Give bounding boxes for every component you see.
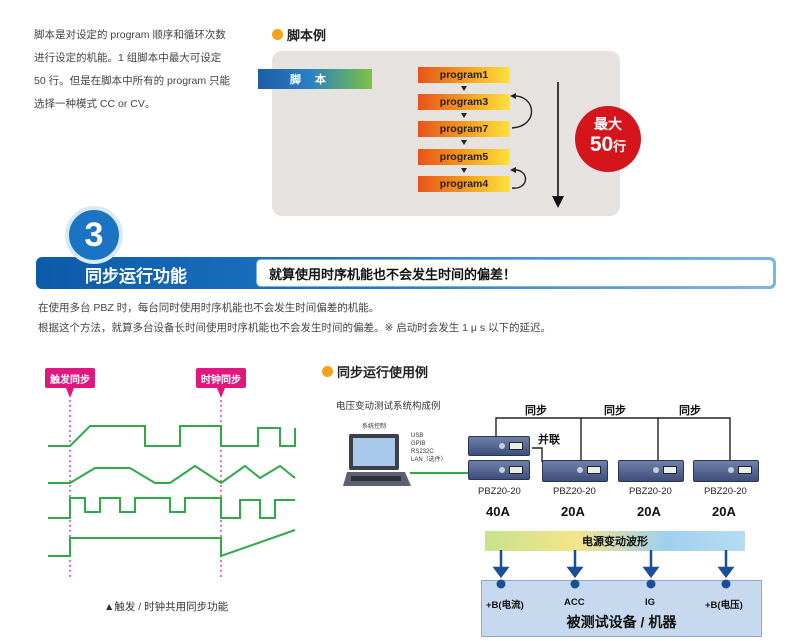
section-title: 同步运行功能	[85, 267, 187, 286]
interface-item: USB	[411, 433, 424, 439]
bullet-icon	[272, 29, 283, 40]
system-title: 电压变动测试系统构成例	[336, 401, 441, 412]
intro-line: 脚本是对设定的 program 顺序和循环次数	[34, 29, 226, 41]
program-block: program4	[418, 176, 510, 192]
section-description-1: 在使用多台 PBZ 时，每台同时使用时序机能也不会发生时间偏差的机能。	[38, 302, 380, 314]
dut-input-label: ACC	[564, 597, 585, 608]
sync-label: 同步	[679, 405, 701, 417]
interface-list: USB GPIB RS232C LAN（选件）	[411, 432, 447, 464]
interface-item: GPIB	[411, 441, 426, 447]
power-supply-icon	[618, 460, 684, 482]
arrow-down-icon	[461, 86, 467, 91]
intro-line: 进行设定的机能。1 组脚本中最大可设定	[34, 52, 222, 64]
trigger-sync-tag: 触发同步	[45, 368, 95, 388]
script-label: 脚本	[258, 69, 372, 89]
pc-label: 系统控制	[362, 424, 387, 430]
intro-text: 脚本是对设定的 program 顺序和循环次数 进行设定的机能。1 组脚本中最大…	[34, 24, 264, 116]
current-label: 20A	[712, 504, 736, 519]
power-supply-icon	[468, 436, 530, 456]
timing-waveforms	[48, 388, 296, 580]
intro-line: 50 行。但是在脚本中所有的 program 只能	[34, 75, 231, 87]
program-block: program3	[418, 94, 510, 110]
current-label: 20A	[561, 504, 585, 519]
dut-input-label: +B(电流)	[486, 600, 524, 611]
bullet-icon	[322, 366, 333, 377]
power-wave-bar: 电源变动波形	[485, 531, 745, 551]
dut-box	[481, 580, 762, 637]
dut-title: 被测试设备 / 机器	[566, 614, 677, 630]
clock-sync-tag: 时钟同步	[196, 368, 246, 388]
intro-line: 选择一种模式 CC or CV。	[34, 98, 156, 110]
script-example-title: 脚本例	[287, 28, 327, 43]
sync-label: 同步	[604, 405, 626, 417]
signal-arrows	[492, 550, 735, 589]
model-label: PBZ20-20	[629, 486, 672, 497]
current-label: 20A	[637, 504, 661, 519]
usage-example-heading: 同步运行使用例	[322, 362, 428, 381]
dut-input-label: +B(电压)	[705, 600, 743, 611]
arrow-down-icon	[461, 168, 467, 173]
program-block: program7	[418, 121, 510, 137]
section-subtitle: 就算使用时序机能也不会发生时间的偏差！	[256, 259, 774, 287]
loop-arrows-icon	[510, 82, 564, 208]
arrow-down-icon	[461, 140, 467, 145]
section-description-2: 根据这个方法，就算多台设备长时间使用时序机能也不会发生时间的偏差。※ 启动时会发…	[38, 322, 552, 334]
model-label: PBZ20-20	[478, 486, 521, 497]
connection-lines	[410, 417, 731, 474]
max-label: 最大	[594, 116, 622, 132]
interface-item: RS232C	[411, 449, 434, 455]
power-supply-icon	[468, 460, 530, 480]
usage-example-title: 同步运行使用例	[337, 365, 429, 380]
program-block: program1	[418, 67, 510, 83]
max-lines-badge: 最大 50行	[575, 106, 641, 172]
parallel-label: 并联	[538, 434, 560, 446]
interface-item: LAN（选件）	[411, 457, 447, 463]
sync-label: 同步	[525, 405, 547, 417]
model-label: PBZ20-20	[704, 486, 747, 497]
script-example-heading: 脚本例	[272, 25, 326, 44]
model-label: PBZ20-20	[553, 486, 596, 497]
program-block: program5	[418, 149, 510, 165]
section-number: 3	[65, 206, 123, 264]
power-supply-icon	[542, 460, 608, 482]
max-unit: 行	[613, 139, 627, 154]
max-value: 50行	[575, 134, 641, 158]
arrow-down-icon	[461, 113, 467, 118]
current-label: 40A	[486, 504, 510, 519]
laptop-icon	[343, 434, 411, 486]
power-supply-icon	[693, 460, 759, 482]
max-number: 50	[589, 133, 614, 156]
timing-caption: ▲触发 / 时钟共用同步功能	[104, 601, 229, 613]
dut-input-label: IG	[645, 597, 656, 608]
